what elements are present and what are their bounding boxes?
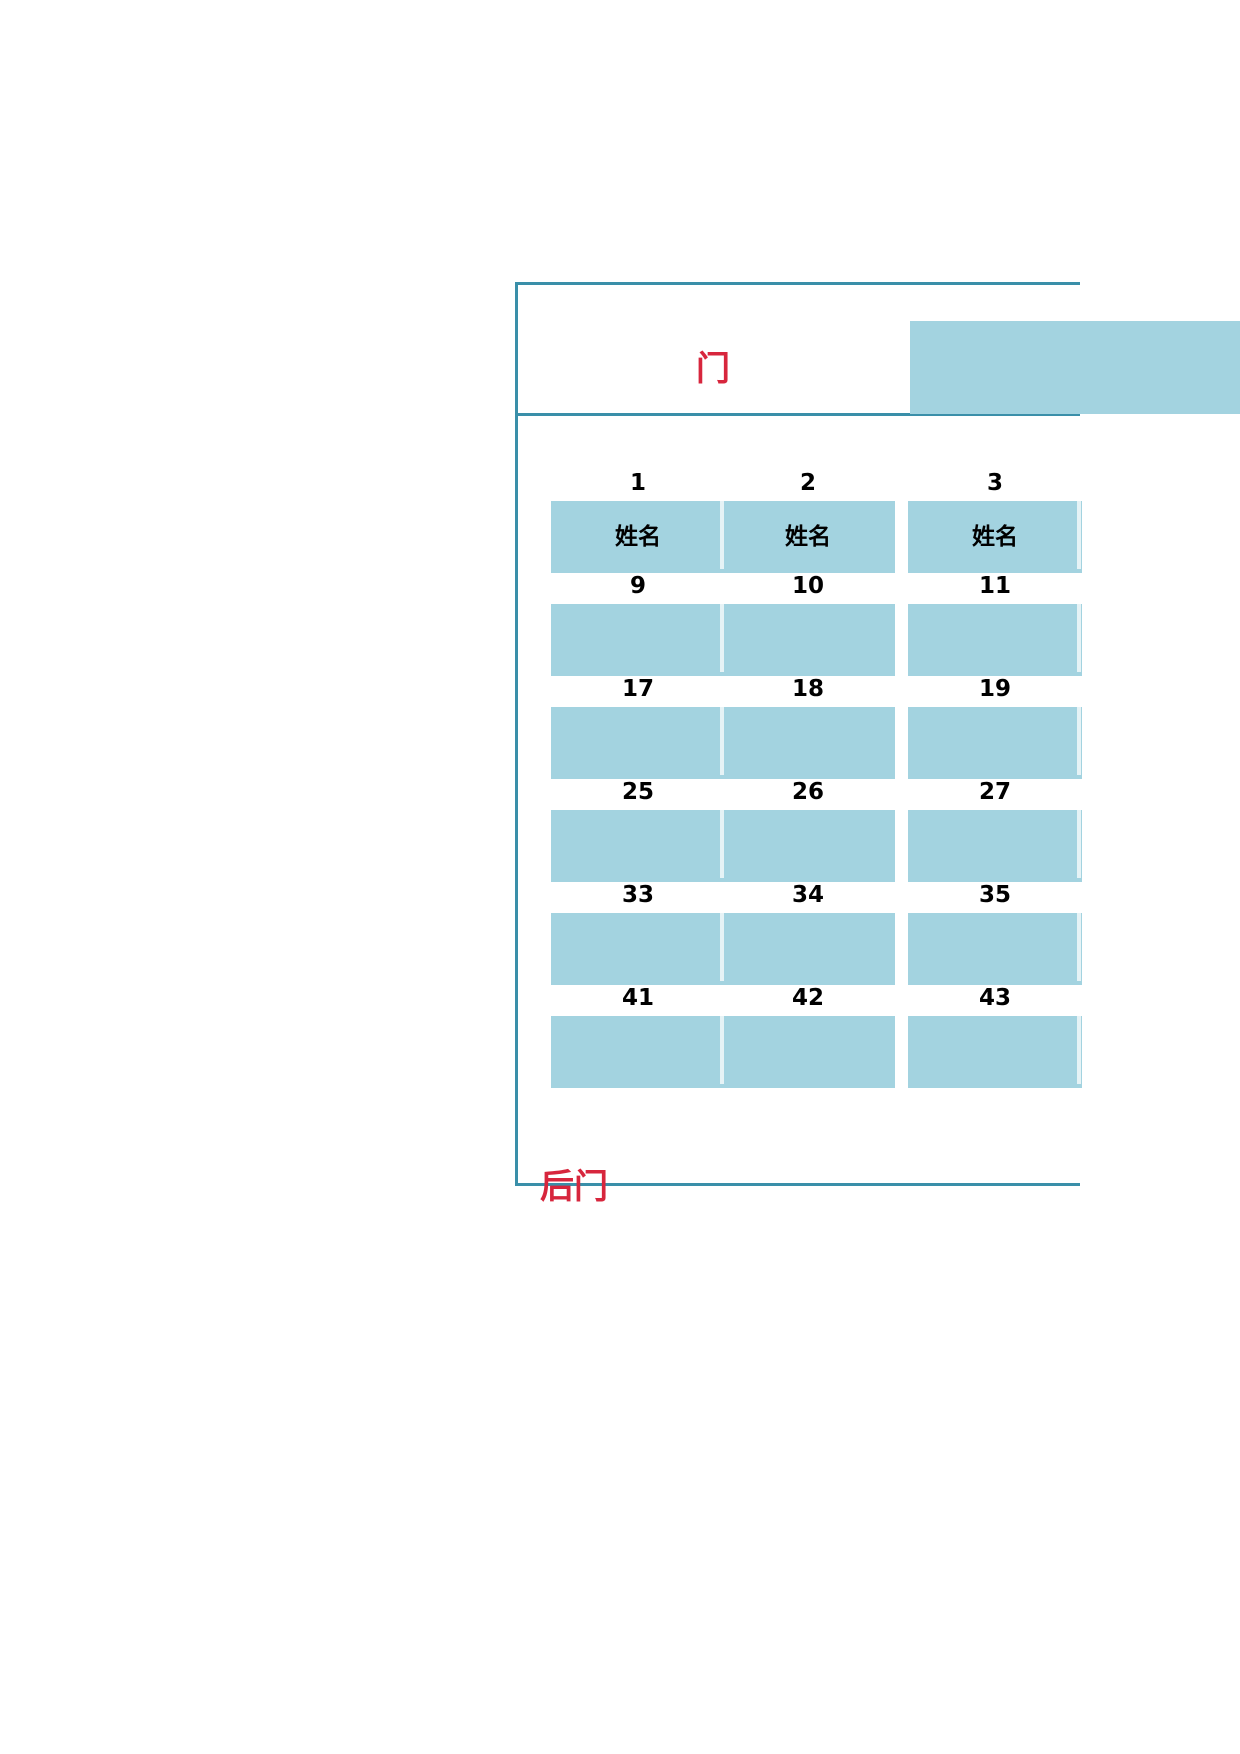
seat-number: 2 bbox=[799, 470, 816, 496]
desk-edge bbox=[1077, 707, 1081, 775]
podium bbox=[910, 321, 1240, 414]
desk-edge bbox=[1077, 913, 1081, 981]
seat-number: 35 bbox=[978, 882, 1011, 908]
seat-number: 34 bbox=[791, 882, 824, 908]
seat-number: 18 bbox=[791, 676, 824, 702]
seat-number: 3 bbox=[986, 470, 1003, 496]
desk-block-right bbox=[908, 810, 1082, 882]
seat-number: 1 bbox=[629, 470, 646, 496]
seat-number: 26 bbox=[791, 779, 824, 805]
back-door-label: 后门 bbox=[540, 1167, 608, 1207]
seat-number: 9 bbox=[629, 573, 646, 599]
seat-number: 11 bbox=[978, 573, 1011, 599]
seat-number: 33 bbox=[621, 882, 654, 908]
seat-name[interactable]: 姓名 bbox=[785, 524, 831, 550]
desk-edge bbox=[1077, 1016, 1081, 1084]
seat-name[interactable]: 姓名 bbox=[615, 524, 661, 550]
desk-block-right bbox=[908, 501, 1082, 573]
desk-edge bbox=[1077, 604, 1081, 672]
seat-number: 27 bbox=[978, 779, 1011, 805]
desk-divider bbox=[720, 604, 724, 672]
seat-number: 41 bbox=[621, 985, 654, 1011]
top-wall bbox=[516, 282, 1080, 285]
desk-divider bbox=[720, 501, 724, 569]
seat-number: 43 bbox=[978, 985, 1011, 1011]
desk-block-right bbox=[908, 604, 1082, 676]
left-wall bbox=[515, 282, 518, 1186]
seat-number: 10 bbox=[791, 573, 824, 599]
desk-divider bbox=[720, 1016, 724, 1084]
seat-number: 17 bbox=[621, 676, 654, 702]
seat-name[interactable]: 姓名 bbox=[972, 524, 1018, 550]
seat-number: 25 bbox=[621, 779, 654, 805]
desk-block-right bbox=[908, 707, 1082, 779]
desk-edge bbox=[1077, 810, 1081, 878]
seat-number: 19 bbox=[978, 676, 1011, 702]
front-door-label: 门 bbox=[696, 349, 730, 389]
seat-number: 42 bbox=[791, 985, 824, 1011]
desk-block-right bbox=[908, 913, 1082, 985]
front-divider bbox=[516, 413, 1080, 416]
bottom-wall bbox=[516, 1183, 1080, 1186]
desk-divider bbox=[720, 707, 724, 775]
desk-divider bbox=[720, 913, 724, 981]
desk-block-right bbox=[908, 1016, 1082, 1088]
desk-edge bbox=[1077, 501, 1081, 569]
desk-divider bbox=[720, 810, 724, 878]
